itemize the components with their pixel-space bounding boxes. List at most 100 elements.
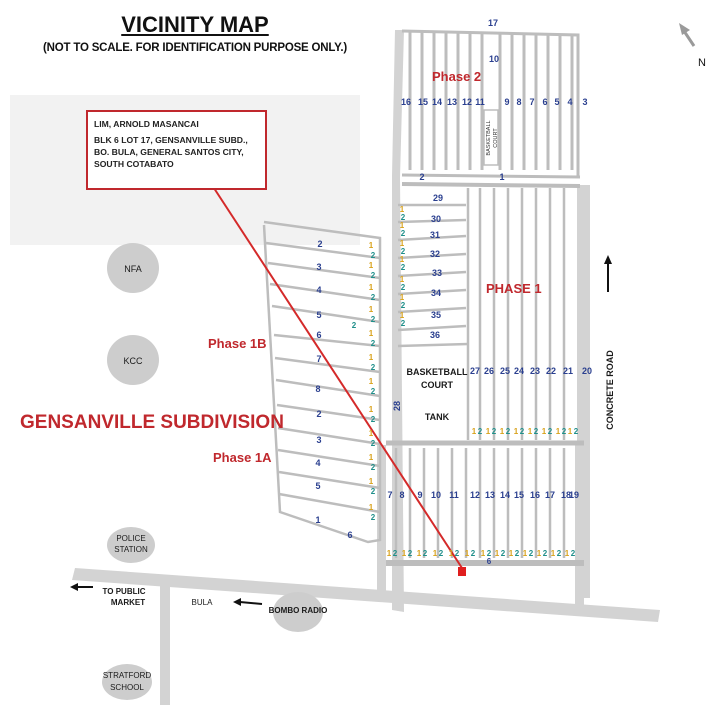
phase1-label: PHASE 1 (486, 281, 542, 296)
phase1b-label: Phase 1B (208, 336, 267, 351)
block-number: 11 (475, 97, 485, 107)
lot-mark: 2 (506, 427, 511, 436)
lot-mark: 2 (401, 283, 406, 292)
market-label-2: MARKET (111, 598, 145, 607)
block-number: 4 (567, 97, 572, 107)
lot-mark: 1 (500, 427, 505, 436)
market-label-1: TO PUBLIC (103, 587, 146, 596)
block-number: 15 (514, 490, 524, 500)
lot-mark: 2 (371, 513, 376, 522)
lot-mark: 1 (369, 283, 374, 292)
block-number: 3 (582, 97, 587, 107)
block-number: 27 (470, 366, 480, 376)
block-number: 30 (431, 214, 441, 224)
lot-mark: 2 (487, 549, 492, 558)
north-label: N (698, 57, 706, 69)
lot-mark: 1 (400, 221, 405, 230)
owner-info-box: LIM, ARNOLD MASANCAI BLK 6 LOT 17, GENSA… (86, 110, 267, 190)
pointer-line (209, 181, 463, 569)
lot-mark: 1 (400, 255, 405, 264)
lot-mark: 2 (371, 339, 376, 348)
lot-mark: 1 (369, 305, 374, 314)
lot-mark: 2 (423, 549, 428, 558)
lot-mark: 1 (369, 429, 374, 438)
lot-mark: 1 (369, 261, 374, 270)
block-number: 3 (316, 262, 321, 272)
block-number: 9 (504, 97, 509, 107)
lot-mark: 2 (515, 549, 520, 558)
lot-mark: 1 (369, 453, 374, 462)
map-title: VICINITY MAP (121, 12, 269, 37)
owner-address: BLK 6 LOT 17, GENSANVILLE SUBD., BO. BUL… (94, 135, 248, 169)
lot-mark: 1 (400, 205, 405, 214)
block-number: 15 (418, 97, 428, 107)
block-number: 5 (315, 481, 320, 491)
block-number: 6 (316, 330, 321, 340)
lot-mark: 2 (401, 213, 406, 222)
block-number: 2 (419, 172, 424, 182)
lot-mark: 1 (528, 427, 533, 436)
lot-mark: 1 (433, 549, 438, 558)
kcc-label: KCC (123, 356, 143, 366)
lot-mark: 2 (371, 439, 376, 448)
block-number: 10 (431, 490, 441, 500)
block-number: 16 (401, 97, 411, 107)
block-number: 35 (431, 310, 441, 320)
north-arrow-icon (679, 23, 696, 47)
block-number: 34 (431, 288, 441, 298)
lot-mark: 2 (492, 427, 497, 436)
lot-mark: 1 (556, 427, 561, 436)
block-number: 7 (316, 354, 321, 364)
lot-mark: 2 (371, 271, 376, 280)
lot-mark: 1 (509, 549, 514, 558)
block-number: 4 (316, 285, 321, 295)
block-number: 7 (387, 490, 392, 500)
lot-mark: 1 (565, 549, 570, 558)
lot-mark: 2 (574, 427, 579, 436)
lot-mark: 1 (568, 427, 573, 436)
concrete-road-label: CONCRETE ROAD (605, 350, 615, 430)
block-number: 12 (462, 97, 472, 107)
block-number: 7 (529, 97, 534, 107)
lower-grid (386, 448, 584, 566)
lot-mark: 2 (371, 293, 376, 302)
block-number: 8 (516, 97, 521, 107)
lot-mark: 2 (439, 549, 444, 558)
lot-mark: 1 (400, 293, 405, 302)
block-number: 3 (316, 435, 321, 445)
lot-mark: 2 (371, 251, 376, 260)
map-subtitle: (NOT TO SCALE. FOR IDENTIFICATION PURPOS… (43, 42, 347, 54)
lot-mark: 2 (529, 549, 534, 558)
block-number: 17 (545, 490, 555, 500)
block-6-lower: 6 (487, 557, 492, 566)
lot-mark: 1 (387, 549, 392, 558)
block-number: 20 (582, 366, 592, 376)
owner-name: LIM, ARNOLD MASANCAI (94, 119, 199, 129)
small-court-label-1: BASKETBALL (486, 120, 492, 155)
lot-mark: 2 (401, 301, 406, 310)
lot-mark: 2 (371, 363, 376, 372)
bula-label: BULA (192, 598, 214, 607)
lot-mark: 2 (571, 549, 576, 558)
block-number: 23 (530, 366, 540, 376)
lot-mark: 1 (400, 311, 405, 320)
lot-mark: 2 (471, 549, 476, 558)
lot-mark: 1 (369, 329, 374, 338)
block-number: 2 (316, 409, 321, 419)
block-number: 6 (542, 97, 547, 107)
nfa-label: NFA (124, 264, 142, 274)
lot-mark: 1 (402, 549, 407, 558)
lot-mark: 1 (369, 477, 374, 486)
block-number: 25 (500, 366, 510, 376)
lot-mark: 2 (562, 427, 567, 436)
block-number: 1 (315, 515, 320, 525)
lot-mark: 2 (534, 427, 539, 436)
lot-mark: 2 (557, 549, 562, 558)
block-number: 8 (399, 490, 404, 500)
block-number: 29 (433, 193, 443, 203)
lot-mark: 1 (369, 503, 374, 512)
block-number: 8 (315, 384, 320, 394)
block-number: 9 (417, 490, 422, 500)
lot-mark: 1 (465, 549, 470, 558)
landmark-ovals (102, 243, 323, 700)
